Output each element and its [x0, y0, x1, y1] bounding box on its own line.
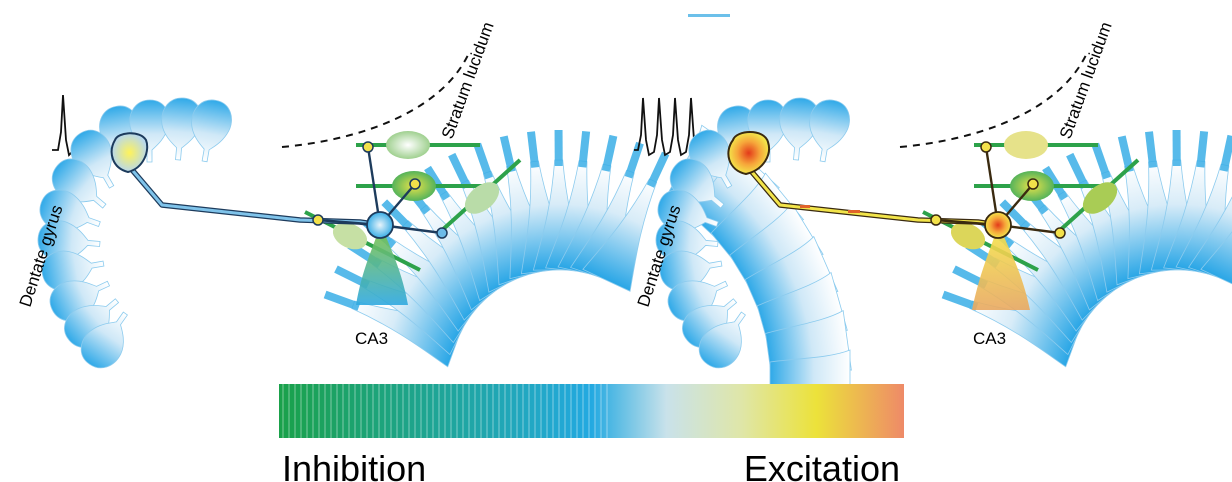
stratum-lucidum-label: Stratum lucidum: [1056, 19, 1116, 141]
ca3-pyramidal-cells: [941, 129, 1232, 368]
stratum-lucidum-boundary: [899, 54, 1087, 148]
active-ca3-pyramidal-cell: [356, 232, 408, 305]
active-ca3-pyramidal-cell: [972, 232, 1030, 310]
mossy-fiber-bouton: [366, 211, 394, 239]
mossy-fiber-bouton: [984, 211, 1012, 239]
active-granule-cell: [727, 131, 770, 176]
ca3-label: CA3: [973, 329, 1006, 348]
stratum-lucidum-label: Stratum lucidum: [438, 19, 498, 141]
pyramidal-cell: [1187, 169, 1232, 285]
granule-cell: [80, 311, 128, 369]
granule-cell: [191, 99, 232, 163]
granule-cell: [70, 129, 115, 189]
excitation-label: Excitation: [744, 448, 900, 482]
active-granule-cell: [110, 132, 149, 174]
pyramidal-cell: [1200, 178, 1232, 292]
interneuron-right: [438, 158, 522, 234]
granule-cell: [809, 99, 850, 163]
interneuron-right: [1056, 158, 1140, 234]
pyramidal-cell: [582, 151, 670, 292]
granule-cell: [688, 129, 733, 189]
stratum-lucidum-boundary: [281, 54, 469, 148]
ca3-label: CA3: [355, 329, 388, 348]
color-scale: Inhibition Excitation: [279, 384, 904, 482]
granule-cell: [698, 311, 746, 369]
interneuron-top: [974, 131, 1098, 159]
burst-spike-trace: [634, 97, 708, 157]
top-mark: [688, 14, 730, 17]
dentate-gyrus-granule-cells: [37, 97, 232, 369]
inhibition-label: Inhibition: [282, 448, 426, 482]
interneuron-top: [356, 131, 480, 159]
